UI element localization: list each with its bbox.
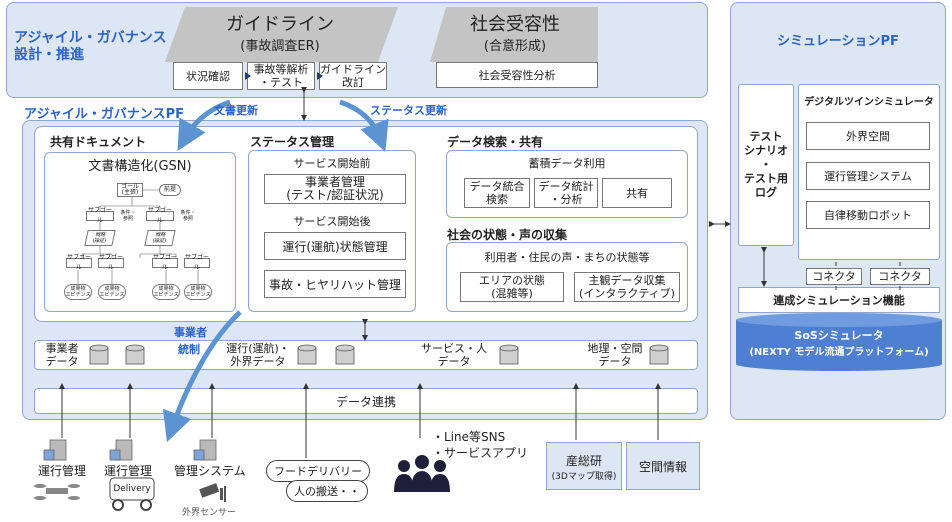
service-app-label: ・サービスアプリ	[432, 446, 529, 460]
incident-management: 事故・ヒヤリハット管理	[264, 270, 406, 298]
control-label: 統制	[178, 343, 200, 356]
twin-external-space: 外界空間	[806, 122, 930, 150]
gsn-premise: 前提	[159, 184, 181, 196]
aist-box	[546, 442, 622, 490]
operator-management: 事業者管理 (テスト/認証状況)	[264, 174, 406, 204]
operator-data-label: 事業者 データ	[45, 342, 79, 368]
guideline-subtitle: (事故調査ER)	[240, 38, 320, 54]
gsn-evidence-b: 成果物 エビデンス	[98, 284, 126, 300]
governance-design-title: アジャイル・ガバナンス 設計・推進	[14, 30, 166, 64]
gsn-subgoal-d: サブゴール	[98, 254, 124, 271]
after-service-label: サービス開始後	[293, 214, 371, 228]
gsn-subgoal-c: サブゴール	[66, 254, 92, 271]
guideline-step-revision: ガイドライン 改訂	[319, 62, 387, 90]
gsn-subgoal-b: サブゴール	[146, 207, 174, 224]
mgmt-system-label: 管理システム	[174, 464, 246, 478]
data-link-bar: データ連携	[34, 388, 698, 414]
digital-twin-title: デジタルツインシミュレータ	[804, 96, 934, 108]
ops-external-data-label: 運行(運航)・ 外界データ	[226, 342, 290, 368]
gsn-condition-b: 条件・ 参照	[180, 210, 196, 222]
gsn-condition-a: 条件・ 参照	[120, 210, 136, 222]
data-search-title: データ検索・共有	[447, 135, 544, 149]
gsn-subgoal-e: サブゴール	[152, 254, 178, 271]
twin-ops-management: 運行管理システム	[806, 162, 930, 190]
simulation-pf-title: シミュレーションPF	[777, 33, 899, 49]
search-integrated: データ統合 検索	[464, 178, 530, 208]
social-acceptance-analysis: 社会受容性分析	[436, 62, 598, 88]
stored-data-label: 蓄積データ利用	[528, 156, 606, 170]
governance-title-line2: 設計・推進	[14, 47, 84, 63]
area-status: エリアの状態 (混雑等)	[460, 272, 564, 302]
gsn-evidence-a: 成果物 エビデンス	[64, 284, 92, 300]
status-update-label: ステータス更新	[370, 104, 447, 117]
search-statistics: データ統計 ・分析	[534, 178, 598, 208]
society-sub: 利用者・住民の声・まちの状態等	[484, 250, 650, 264]
coupled-simulation: 連成シミュレーション機能	[738, 287, 940, 313]
connector-2: コネクタ	[870, 268, 930, 285]
geo-spatial-data-label: 地理・空間 データ	[587, 342, 643, 368]
governance-title-line1: アジャイル・ガバナンス	[14, 30, 167, 46]
social-acceptance-subtitle: (合意形成)	[483, 38, 547, 54]
subjective-data: 主観データ収集 (インタラクティブ)	[574, 272, 680, 302]
doc-update-label: 文書更新	[214, 104, 258, 117]
social-acceptance-title: 社会受容性	[470, 14, 560, 35]
operator-label: 事業者	[174, 326, 207, 339]
delivery-robot-label: Delivery	[113, 484, 151, 494]
data-store-bar	[34, 340, 698, 370]
service-people-data-label: サービス・人 データ	[421, 342, 487, 368]
connector-1: コネクタ	[806, 268, 862, 285]
ops-label-1: 運行管理	[38, 464, 87, 478]
spatial-info-box: 空間情報	[626, 442, 700, 490]
society-title: 社会の状態・声の収集	[447, 228, 568, 242]
food-delivery-bubble: フードデリバリー	[266, 460, 370, 482]
sns-line-label: ・Line等SNS	[432, 430, 506, 444]
gsn-title: 文書構造化(GSN)	[88, 158, 192, 174]
gsn-subgoal-f: サブゴール	[184, 254, 210, 271]
test-scenario-log: テスト シナリオ ・ テスト用 ログ	[738, 84, 794, 246]
shared-docs-title: 共有ドキュメント	[50, 135, 147, 149]
before-service-label: サービス開始前	[293, 156, 371, 170]
external-sensor-label: 外界センサー	[182, 508, 237, 518]
governance-pf-title: アジャイル・ガバナンスPF	[24, 107, 184, 122]
gsn-subgoal-a: サブゴール	[86, 207, 114, 224]
gsn-evidence-c: 成果物 エビデンス	[152, 284, 180, 300]
aist-label: 産総研	[565, 453, 602, 468]
gsn-goal: ゴール (主張)	[117, 183, 143, 197]
people-transport-bubble: 人の搬送・・	[286, 480, 368, 502]
gsn-evidence-d: 成果物 エビデンス	[184, 284, 212, 300]
guideline-step-status-check: 状況確認	[173, 62, 243, 90]
ops-label-2: 運行管理	[104, 464, 153, 478]
guideline-title: ガイドライン	[226, 14, 334, 35]
sos-simulator-title: SoSシミュレータ	[794, 329, 884, 342]
sos-simulator-sub: (NEXTY モデル流通プラットフォーム)	[749, 346, 929, 358]
twin-autonomous-robot: 自律移動ロボット	[806, 201, 930, 229]
aist-sub-label: (3Dマップ取得)	[551, 471, 617, 482]
search-share: 共有	[602, 178, 672, 208]
status-mgmt-title: ステータス管理	[250, 135, 335, 149]
ops-status-management: 運行(運航)状態管理	[264, 232, 406, 260]
